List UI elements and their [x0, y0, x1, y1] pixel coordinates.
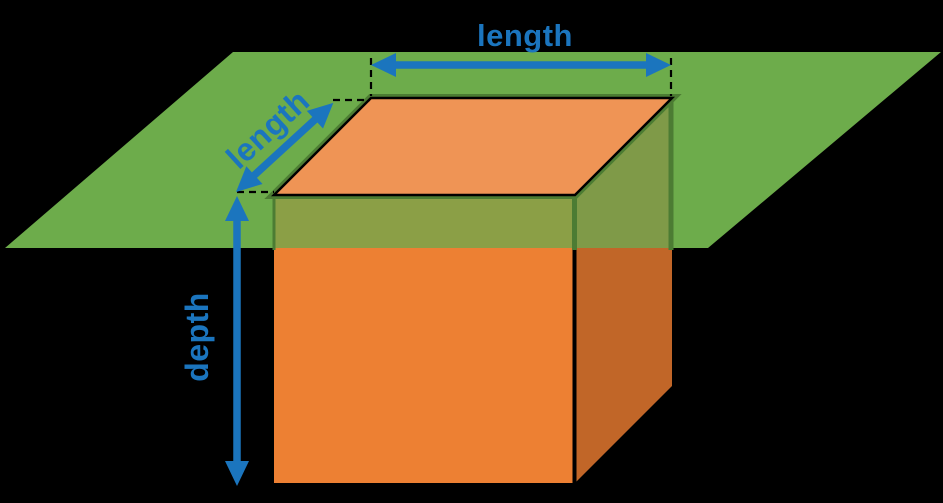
arrowhead-lower-icon: [236, 166, 263, 192]
length-arrow-top: [371, 53, 671, 77]
arrowhead-down-icon: [225, 461, 249, 486]
length-arrow-side-shaft: [249, 114, 320, 180]
depth-arrow: [225, 196, 249, 486]
arrowhead-upper-icon: [306, 102, 334, 129]
box-front-face: [274, 248, 575, 483]
arrowhead-up-icon: [225, 196, 249, 221]
box-front-face-through-ground: [274, 195, 575, 248]
depth-label: depth: [179, 292, 215, 382]
arrowhead-right-icon: [646, 53, 671, 77]
box-top-face: [270, 96, 676, 197]
length-label-top: length: [477, 18, 573, 53]
arrowhead-left-icon: [371, 53, 396, 77]
box-side-face: [575, 248, 672, 483]
box-side-face-through-ground: [575, 98, 672, 248]
